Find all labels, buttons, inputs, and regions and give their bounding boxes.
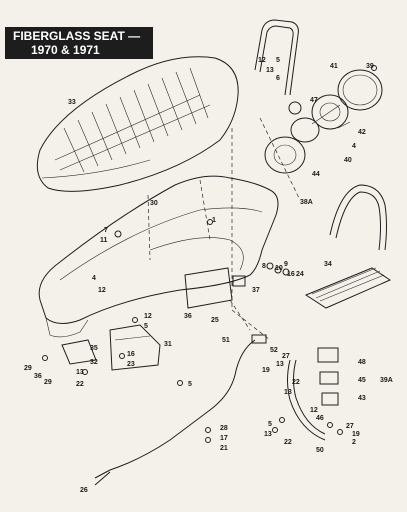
- label-13-left: 13: [76, 369, 84, 376]
- label-50: 50: [316, 447, 324, 454]
- wiring-harness: [94, 334, 267, 486]
- label-30: 30: [150, 200, 158, 207]
- seat-bracket: [109, 324, 161, 371]
- label-32: 32: [90, 359, 98, 366]
- label-7: 7: [104, 227, 108, 234]
- label-10: 10: [275, 265, 283, 272]
- sissy-bar: [254, 19, 299, 96]
- label-19-top: 19: [262, 367, 270, 374]
- label-4-left: 4: [92, 275, 96, 282]
- label-5-low: 5: [188, 381, 192, 388]
- label-13-top: 13: [266, 67, 274, 74]
- label-36-left: 36: [34, 373, 42, 380]
- label-39A: 39A: [380, 377, 393, 384]
- label-36: 36: [184, 313, 192, 320]
- seat-pan: [38, 175, 279, 338]
- label-21: 21: [220, 445, 228, 452]
- fender-strap: [329, 184, 387, 251]
- label-13-right: 13: [276, 361, 284, 368]
- label-34: 34: [324, 261, 332, 268]
- label-44: 44: [312, 171, 320, 178]
- label-17: 17: [220, 435, 228, 442]
- leader-lines: [147, 117, 301, 341]
- label-52: 52: [270, 347, 278, 354]
- rubber-mat: [304, 267, 392, 309]
- label-22-right: 22: [292, 379, 300, 386]
- diagram-title-line1: FIBERGLASS SEAT —: [13, 29, 141, 43]
- label-41: 41: [330, 63, 338, 70]
- label-45: 45: [358, 377, 366, 384]
- label-4-right: 4: [352, 143, 356, 150]
- label-11: 11: [100, 237, 108, 244]
- label-5-mid: 5: [144, 323, 148, 330]
- label-35: 35: [90, 345, 98, 352]
- label-5-right: 5: [268, 421, 272, 428]
- label-33: 33: [68, 99, 76, 106]
- diagram-title-box: FIBERGLASS SEAT — 1970 & 1971: [5, 27, 153, 59]
- label-25: 25: [211, 317, 219, 324]
- label-5-top: 5: [276, 57, 280, 64]
- label-40: 40: [344, 157, 352, 164]
- label-6: 6: [276, 75, 280, 82]
- label-2: 2: [352, 439, 356, 446]
- label-31: 31: [164, 341, 172, 348]
- label-26: 26: [80, 487, 88, 494]
- label-27-top: 27: [282, 353, 290, 360]
- label-48: 48: [358, 359, 366, 366]
- label-22-left: 22: [76, 381, 84, 388]
- front-bracket: [61, 339, 97, 365]
- label-12-mid: 12: [144, 313, 152, 320]
- label-27-low: 27: [346, 423, 354, 430]
- label-9: 9: [284, 261, 288, 268]
- hardware-markers: [42, 65, 377, 443]
- label-8: 8: [262, 263, 266, 270]
- label-51: 51: [222, 337, 230, 344]
- label-16-mid: 16: [127, 351, 135, 358]
- label-38A: 38A: [300, 199, 313, 206]
- label-12-left: 12: [98, 287, 106, 294]
- label-12-right: 12: [310, 407, 318, 414]
- label-12-top: 12: [258, 57, 266, 64]
- label-39: 39: [366, 63, 374, 70]
- seat-cushion: [36, 56, 239, 192]
- label-23: 23: [127, 361, 135, 368]
- label-24: 24: [296, 271, 304, 278]
- label-29-a: 29: [24, 365, 32, 372]
- license-bracket: [287, 347, 339, 441]
- label-46: 46: [316, 415, 324, 422]
- tail-lamp-assembly: [264, 69, 383, 174]
- part-labels: 33 12 13 5 6 41 39 47 42 4 40 44 30 38A …: [24, 57, 393, 494]
- label-19-low: 19: [352, 431, 360, 438]
- label-13-right-c: 13: [264, 431, 272, 438]
- label-16-top: 16: [287, 271, 295, 278]
- label-47: 47: [310, 97, 318, 104]
- label-42: 42: [358, 129, 366, 136]
- label-37: 37: [252, 287, 260, 294]
- label-1: 1: [212, 217, 216, 224]
- label-29-b: 29: [44, 379, 52, 386]
- diagram-title-line2: 1970 & 1971: [31, 43, 100, 57]
- label-28: 28: [220, 425, 228, 432]
- label-22-right-b: 22: [284, 439, 292, 446]
- label-43: 43: [358, 395, 366, 402]
- label-13-right-b: 13: [284, 389, 292, 396]
